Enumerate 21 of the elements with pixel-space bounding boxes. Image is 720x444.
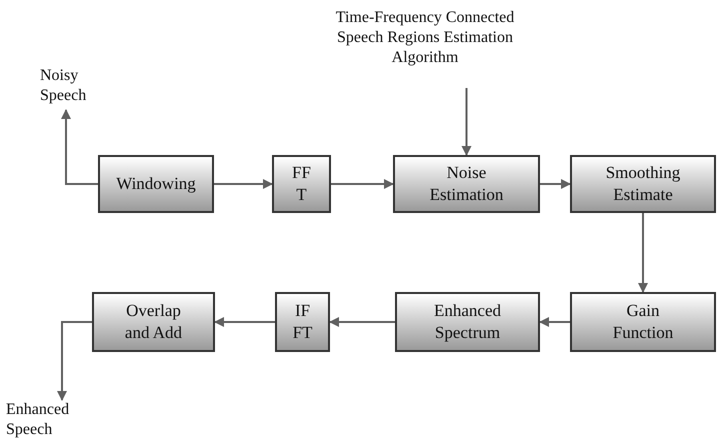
arrow — [214, 317, 275, 327]
arrow — [57, 321, 92, 401]
process-box: IF FT — [275, 292, 330, 352]
io-label: Enhanced Speech — [6, 400, 96, 442]
io-label: Time-Frequency Connected Speech Regions Estimation Algorithm — [320, 8, 530, 88]
arrow — [638, 213, 648, 293]
process-box: Enhanced Spectrum — [395, 292, 540, 352]
process-box: FF T — [272, 155, 331, 213]
arrow — [462, 88, 472, 156]
arrow — [61, 109, 98, 185]
arrow — [540, 179, 571, 189]
process-box: Gain Function — [570, 292, 716, 352]
arrow — [329, 317, 395, 327]
process-box: Smoothing Estimate — [570, 155, 716, 213]
process-box: Windowing — [98, 155, 214, 213]
process-box: Overlap and Add — [92, 292, 215, 352]
arrow — [331, 179, 394, 189]
arrow — [214, 179, 273, 189]
io-label: Noisy Speech — [40, 66, 100, 110]
process-box: Noise Estimation — [393, 155, 540, 213]
arrow — [539, 317, 570, 327]
